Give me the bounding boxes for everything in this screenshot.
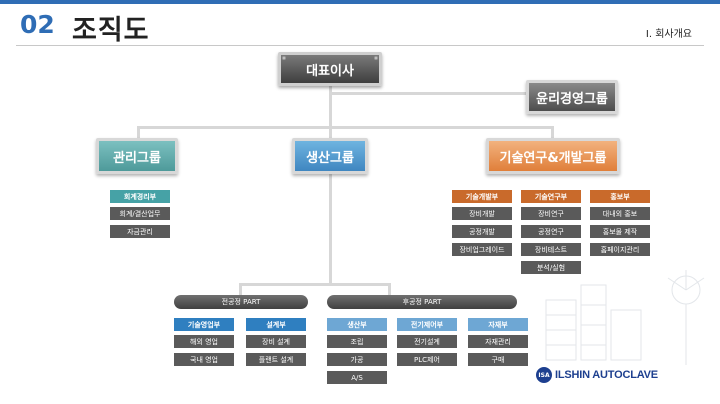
task-pr-3: 홈페이지관리	[590, 243, 650, 256]
company-logo: ISA ILSHIN AUTOCLAVE	[536, 367, 658, 383]
task-materials-2: 구매	[468, 353, 528, 366]
task-accounting-1: 회계/결산업무	[110, 207, 170, 220]
ceo-pin-left	[282, 56, 286, 60]
connector-parts-horizontal	[240, 283, 390, 286]
ceo-label: 대표이사	[306, 63, 354, 79]
dept-electrical-control: 전기제어부	[397, 318, 457, 331]
page-title: 조직도	[72, 15, 150, 46]
connector-production-down	[329, 172, 332, 284]
dept-production: 생산부	[327, 318, 387, 331]
ethics-group-label: 윤리경영그룹	[536, 91, 608, 107]
task-pr-1: 대내외 홍보	[590, 207, 650, 220]
task-tech-research-3: 장비테스트	[521, 243, 581, 256]
admin-group-label: 관리그룹	[113, 150, 161, 166]
title-divider	[16, 45, 704, 46]
dept-accounting: 회계경리부	[110, 190, 170, 203]
logo-text: ILSHIN AUTOCLAVE	[555, 369, 658, 381]
task-pr-2: 홍보물 제작	[590, 225, 650, 238]
task-tech-dev-2: 공정개발	[452, 225, 512, 238]
back-process-part: 후공정 PART	[327, 295, 517, 309]
task-production-3: A/S	[327, 371, 387, 384]
task-tech-dev-3: 장비업그레이드	[452, 243, 512, 256]
connector-groups-horizontal	[138, 126, 552, 129]
connector-rnd-drop	[551, 126, 554, 138]
production-group-box: 생산그룹	[292, 138, 368, 174]
task-tech-research-4: 분석/실험	[521, 261, 581, 274]
task-design-1: 장비 설계	[246, 335, 306, 348]
page-number: 02	[20, 10, 55, 39]
task-tech-sales-1: 해외 영업	[174, 335, 234, 348]
connector-front-drop	[239, 283, 242, 295]
decorative-building-graphic	[545, 270, 705, 365]
production-group-label: 생산그룹	[306, 150, 354, 166]
connector-admin-drop	[137, 126, 140, 138]
task-electrical-1: 전기설계	[397, 335, 457, 348]
connector-ceo-down	[329, 82, 332, 138]
top-accent-bar	[0, 0, 720, 4]
ceo-box: 대표이사	[278, 52, 382, 86]
task-design-2: 플랜트 설계	[246, 353, 306, 366]
dept-tech-sales: 기술영업부	[174, 318, 234, 331]
front-process-part: 전공정 PART	[174, 295, 308, 309]
task-materials-1: 자재관리	[468, 335, 528, 348]
task-tech-dev-1: 장비개발	[452, 207, 512, 220]
task-tech-sales-2: 국내 영업	[174, 353, 234, 366]
section-label: Ⅰ. 회사개요	[645, 29, 692, 40]
dept-tech-research: 기술연구부	[521, 190, 581, 203]
rnd-group-box: 기술연구&개발그룹	[486, 138, 620, 174]
task-accounting-2: 자금관리	[110, 225, 170, 238]
task-electrical-2: PLC제어	[397, 353, 457, 366]
logo-mark-icon: ISA	[536, 367, 552, 383]
task-tech-research-2: 공정연구	[521, 225, 581, 238]
task-production-1: 조립	[327, 335, 387, 348]
dept-design: 설계부	[246, 318, 306, 331]
ethics-group-box: 윤리경영그룹	[526, 80, 618, 114]
task-production-2: 가공	[327, 353, 387, 366]
dept-pr: 홍보부	[590, 190, 650, 203]
dept-materials: 자재부	[468, 318, 528, 331]
ceo-pin-right	[374, 56, 378, 60]
admin-group-box: 관리그룹	[96, 138, 178, 174]
rnd-group-label: 기술연구&개발그룹	[499, 150, 607, 166]
connector-back-drop	[388, 283, 391, 295]
connector-ethics	[330, 92, 526, 95]
task-tech-research-1: 장비연구	[521, 207, 581, 220]
dept-tech-dev: 기술개발부	[452, 190, 512, 203]
